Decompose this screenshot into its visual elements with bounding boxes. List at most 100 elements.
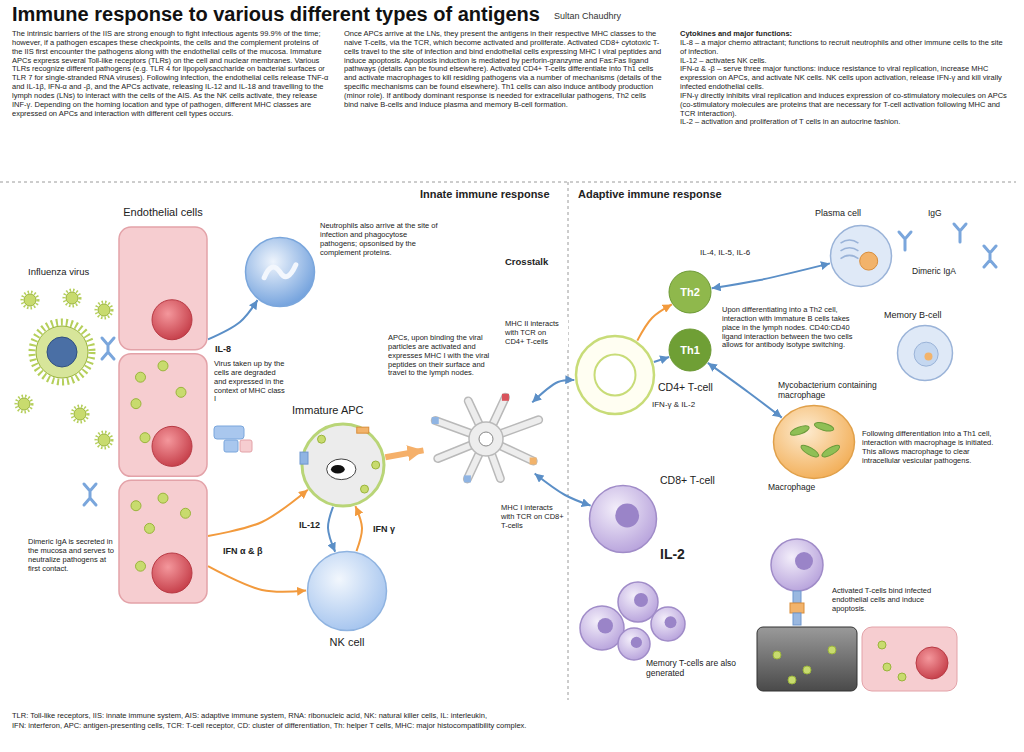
virus-spikes: [96, 302, 112, 318]
cell-nucleus: [152, 426, 192, 466]
memory-t-cell: [618, 628, 650, 660]
receptor-symbol: [464, 475, 471, 482]
apoptosis-figure: [752, 535, 962, 695]
th1-cell-node: Th1: [668, 328, 712, 372]
apoptosis-figure-node: Activated T-cells bind infected endothel…: [752, 535, 962, 695]
neutrophil-nucleus: [264, 265, 296, 278]
cd4-t-cell: [574, 334, 656, 416]
callout-note: Upon differentiating into a Th2 cell, in…: [722, 306, 862, 350]
callout-note: Virus taken up by the cells are degraded…: [214, 360, 286, 404]
virus-spikes: [22, 292, 38, 308]
connector-arrow: [535, 473, 591, 505]
connector-label: IFN γ: [372, 524, 396, 535]
cell-nucleus: [152, 553, 192, 593]
abbreviation-note: IFN: interferon, APC: antigen-presenting…: [12, 722, 1012, 731]
mhc-symbol: [224, 440, 238, 452]
virus-particle: [98, 304, 110, 316]
callout-note: Memory T-cells are also generated: [646, 658, 738, 678]
infected-cell: [757, 627, 857, 691]
cd4-t-cell-outline: [574, 334, 656, 416]
virus-particle: [131, 501, 141, 511]
cell-label: Memory B-cell: [884, 310, 974, 321]
cell-label: Macrophage: [768, 482, 858, 492]
peptide-symbol: [240, 440, 252, 452]
region-heading: Crosstalk: [505, 256, 548, 267]
cytokine-label: IL-4, IL-5, IL-6: [700, 248, 750, 257]
t-cell-body: [590, 486, 657, 553]
neutrophil-body: [246, 238, 315, 307]
memory-t-cell: [651, 607, 685, 641]
apc-cell-node: Immature APC: [292, 404, 402, 508]
cd8-t-cell: [588, 484, 658, 554]
cell-label: Th1: [668, 344, 712, 357]
divider-line: [0, 182, 1016, 183]
section-heading: Innate immune response: [420, 188, 550, 201]
connector-label: IFN α & β: [222, 546, 264, 557]
callout-note: Neutrophils also arrive at the site of i…: [320, 222, 438, 257]
receptor-symbol: [530, 457, 537, 464]
virus-particle: [131, 399, 141, 409]
callout-note: Dimeric IgA is secreted in the mucosa an…: [28, 538, 114, 573]
receptor-symbol: [357, 427, 369, 433]
section-heading: Adaptive immune response: [578, 188, 722, 201]
dimeric-iga-symbol: [84, 484, 96, 505]
abbreviation-note: TLR: Toll-like receptors, IIS: innate im…: [12, 712, 1012, 721]
connector-arrow: [708, 363, 782, 418]
connector-arrow: [385, 450, 423, 457]
macrophage-cell-node: Mycobacterium containing macrophageMacro…: [768, 380, 890, 492]
cytokine-label: IL-2: [660, 546, 685, 563]
mycobacterium: [789, 424, 810, 437]
cell-label: NK cell: [302, 636, 392, 649]
cell-nucleus: [916, 647, 948, 679]
cell-label: Th2: [668, 286, 712, 299]
virus-spikes: [32, 322, 92, 382]
connector-label: MHC II interacts with TCR on CD4+ T-cell…: [504, 320, 568, 347]
virus-particle: [158, 361, 168, 371]
cell-nucleus: [634, 593, 648, 607]
igg-symbol: [954, 224, 966, 242]
tcr-symbol: [793, 591, 801, 603]
endothelial-cell: [862, 627, 957, 691]
mhc-symbol: [793, 613, 801, 625]
helper-cell-body: [669, 329, 711, 371]
cell-nucleus: [595, 355, 636, 396]
endothelial-column-node: Endothelial cells: [108, 204, 218, 604]
connector-arrow: [328, 507, 335, 552]
plasma-cell-node: Plasma cell: [815, 208, 905, 288]
connector-arrow: [208, 566, 306, 591]
memory-b-cell-node: Memory B-cell: [880, 310, 974, 382]
cell-label: Mycobacterium containing macrophage: [778, 380, 890, 400]
intro-paragraph: Once APCs arrive at the LNs, they presen…: [344, 30, 662, 110]
memory-b-cell: [896, 324, 954, 382]
virus-particle: [361, 485, 369, 493]
cytokine-note: IFN-α & -β – serve three major functions…: [680, 65, 1010, 92]
memory-t-cluster-node: Memory T-cells are also generated: [570, 578, 738, 678]
endothelial-cell: [119, 227, 207, 350]
nk-body: [308, 552, 387, 631]
virus-particle: [140, 433, 150, 443]
apc-cell-outline: [300, 422, 386, 508]
connector-arrow: [208, 490, 308, 536]
cytokine-note: IL-8 – a major chemo attractant; functio…: [680, 39, 1010, 57]
cd8-t-cell-outline: [588, 484, 658, 554]
connector-label: IL-12: [298, 520, 321, 531]
cell-nucleus: [327, 459, 356, 480]
author-name: Sultan Chaudhry: [554, 11, 621, 22]
dendritic-body: [469, 422, 503, 456]
virus-particle: [828, 646, 836, 654]
neutrophil-cell-node: Neutrophils also arrive at the site of i…: [244, 222, 438, 308]
virus-particle: [136, 561, 146, 571]
virus-particle: [158, 493, 168, 503]
virus-particle: [878, 641, 886, 649]
nk-cell-node: NK cell: [302, 550, 392, 649]
connector-arrow: [712, 263, 830, 288]
cell-label: Endothelial cells: [108, 206, 218, 219]
macrophage-body: [774, 406, 855, 479]
receptor-symbol: [502, 394, 509, 401]
cell-label: CD4+ T-cell: [658, 381, 732, 393]
cell-nucleus: [631, 637, 642, 648]
diagram-title: Immune response to various different typ…: [12, 3, 540, 27]
cell-nucleus: [615, 504, 639, 528]
er-membrane: [841, 255, 859, 258]
virus-particle: [66, 292, 78, 304]
